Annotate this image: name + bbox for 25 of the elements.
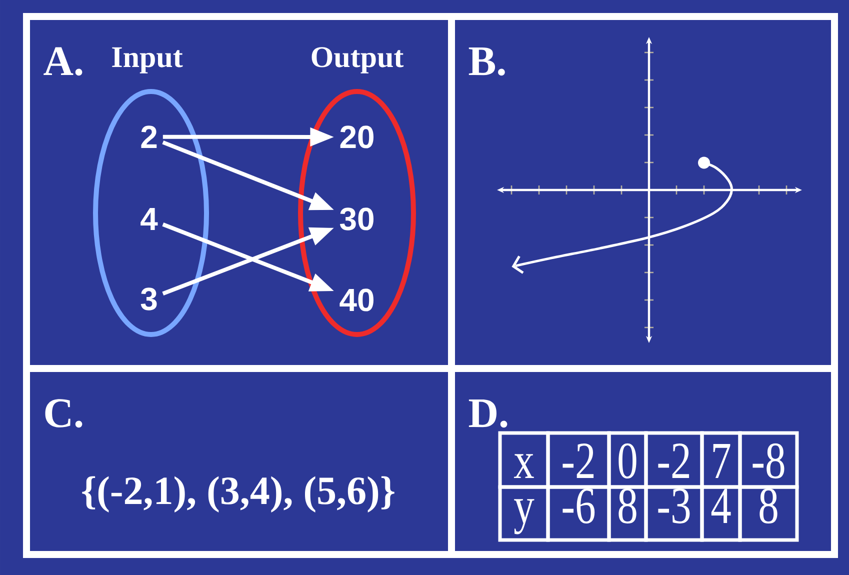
- table-cell: 8: [607, 485, 648, 542]
- number: 30: [340, 208, 374, 230]
- table-cell: 7: [700, 431, 742, 489]
- table-cell: 8: [738, 485, 799, 542]
- table-cell: -2: [546, 431, 611, 489]
- number: 2: [141, 126, 157, 148]
- table-cell: x: [498, 431, 550, 489]
- panel-letter: D.: [468, 399, 508, 428]
- panel-letter: A.: [44, 47, 82, 76]
- table-cell: -8: [738, 431, 799, 489]
- table-cell: -3: [644, 485, 704, 542]
- number: 40: [340, 288, 374, 312]
- number: 4: [140, 208, 158, 230]
- panel-letter: B.: [468, 48, 505, 76]
- table-cell: 4: [700, 485, 742, 542]
- table-cell: 0: [607, 431, 648, 489]
- heading: Input: [112, 47, 183, 74]
- panel-letter: C.: [45, 399, 82, 428]
- table-cell: y: [498, 485, 550, 542]
- set-notation: {(-2,1), (3,4), (5,6)}: [82, 476, 394, 512]
- number: 3: [140, 288, 157, 310]
- heading: Output: [312, 47, 404, 74]
- table-cell: -2: [644, 431, 704, 489]
- number: 20: [340, 126, 374, 148]
- table-cell: -6: [546, 485, 611, 542]
